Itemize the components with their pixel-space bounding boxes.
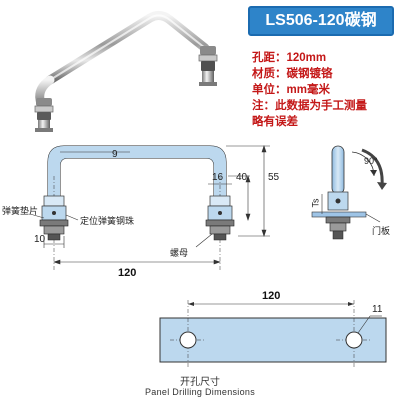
caption-panel-drilling-cn: 开孔尺寸	[180, 377, 220, 388]
front-dimension-lines	[29, 145, 270, 265]
panel-drilling-drawing	[159, 300, 387, 368]
label-spring-ball: 定位弹簧钢珠	[80, 216, 135, 226]
dim-40: 40	[236, 172, 248, 183]
caption-panel-drilling-en: Panel Drilling Dimensions	[144, 387, 256, 397]
dim-120-panel: 120	[262, 290, 281, 302]
dim-16: 16	[212, 172, 224, 183]
spec-material: 材质：碳钢镀铬	[252, 68, 333, 80]
dim-11: 11	[372, 304, 383, 315]
label-angle-90: 90°	[364, 156, 378, 166]
spec-note: 注：此数据为手工测量	[252, 100, 367, 112]
left-fitting	[39, 195, 69, 241]
side-view-drawing	[311, 145, 387, 240]
front-view-drawing	[47, 145, 227, 272]
product-title-badge: LS506-120碳钢	[248, 6, 394, 36]
dim-10: 10	[34, 234, 46, 245]
spec-note-cont: 略有误差	[252, 116, 298, 128]
label-ts: Ts	[310, 198, 321, 208]
label-door-panel: 门板	[372, 226, 391, 236]
spec-unit: 单位：mm毫米	[252, 84, 330, 96]
product-photo	[34, 10, 218, 132]
right-fitting	[205, 195, 235, 241]
label-spring-washer: 弹簧垫片	[2, 206, 39, 216]
dim-120-front: 120	[118, 267, 137, 279]
label-nut: 螺母	[170, 248, 189, 258]
spec-hole-distance: 孔距：120mm	[252, 52, 327, 64]
dim-55: 55	[268, 172, 280, 183]
dim-9: 9	[112, 149, 118, 160]
